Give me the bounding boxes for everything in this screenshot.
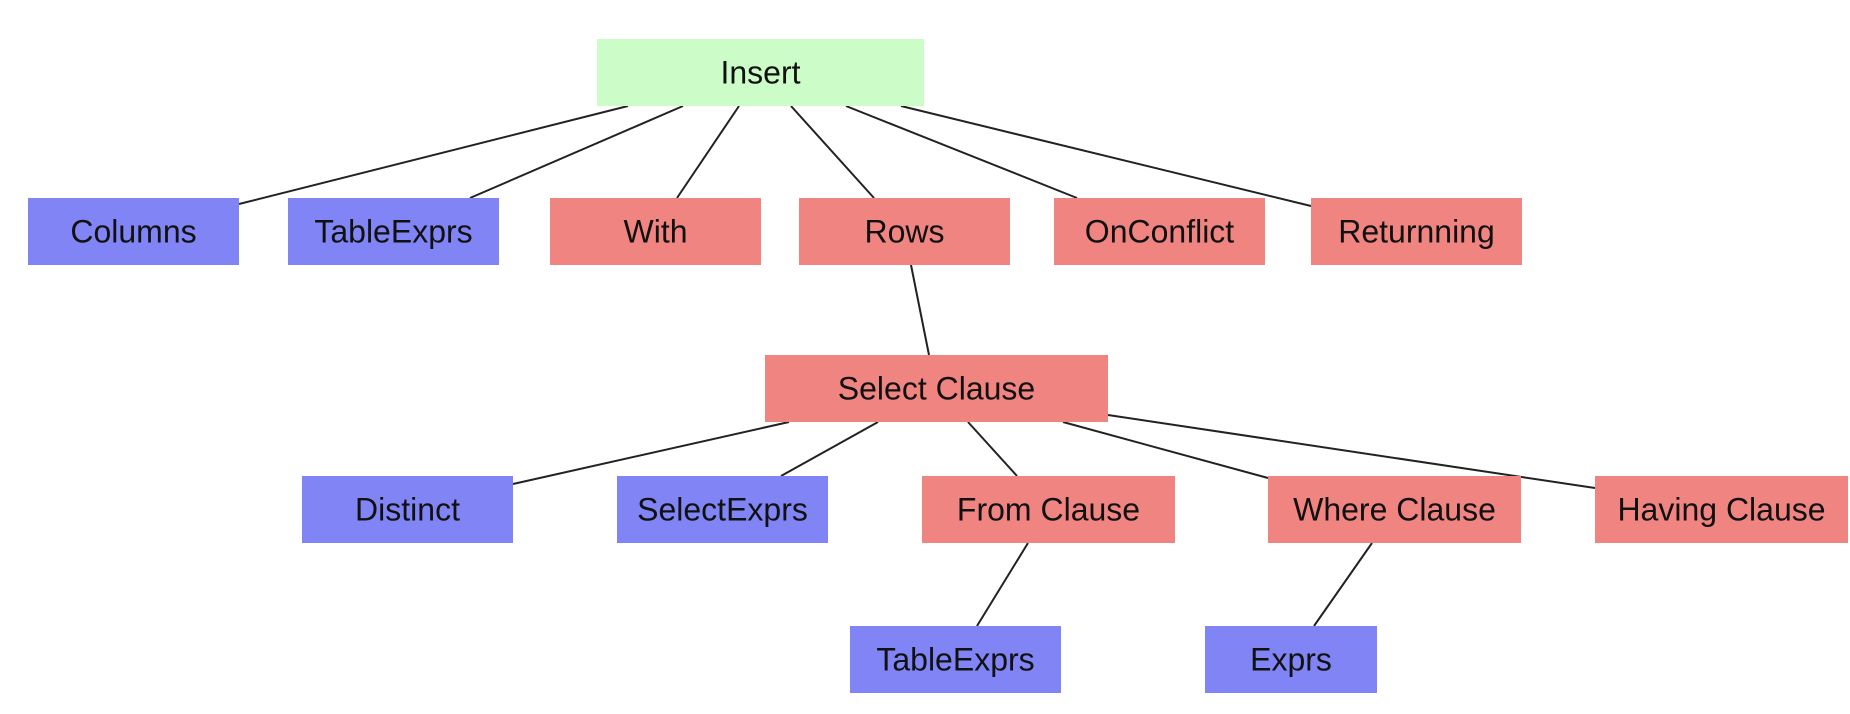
node-where-clause: Where Clause (1268, 476, 1521, 543)
node-insert: Insert (597, 39, 924, 106)
edge-insert-to-rows (790, 105, 875, 199)
node-box-table-exprs-2 (850, 626, 1061, 693)
edge-select-clause-to-select-exprs (780, 421, 879, 477)
node-box-exprs (1205, 626, 1377, 693)
node-label-select-clause: Select Clause (838, 371, 1035, 407)
node-label-table-exprs-1: TableExprs (314, 214, 472, 250)
node-label-columns: Columns (70, 214, 196, 250)
node-columns: Columns (28, 198, 239, 265)
node-label-with: With (624, 214, 688, 250)
node-label-exprs: Exprs (1250, 642, 1332, 678)
node-box-select-clause (765, 355, 1108, 422)
node-box-select-exprs (617, 476, 828, 543)
node-rows: Rows (799, 198, 1010, 265)
node-box-insert (597, 39, 924, 106)
edge-insert-to-with (676, 105, 740, 199)
node-distinct: Distinct (302, 476, 513, 543)
node-on-conflict: OnConflict (1054, 198, 1265, 265)
edge-rows-to-select-clause (910, 264, 930, 356)
node-box-returnning (1311, 198, 1522, 265)
node-from-clause: From Clause (922, 476, 1175, 543)
node-label-distinct: Distinct (355, 492, 460, 528)
node-table-exprs-1: TableExprs (288, 198, 499, 265)
node-label-rows: Rows (864, 214, 944, 250)
edge-insert-to-columns (238, 105, 629, 205)
node-returnning: Returnning (1311, 198, 1522, 265)
edge-select-clause-to-distinct (512, 421, 790, 485)
diagram-edges (238, 105, 1596, 627)
node-label-table-exprs-2: TableExprs (876, 642, 1034, 678)
node-with: With (550, 198, 761, 265)
node-box-with (550, 198, 761, 265)
node-exprs: Exprs (1205, 626, 1377, 693)
node-box-from-clause (922, 476, 1175, 543)
node-label-insert: Insert (720, 55, 800, 91)
edge-insert-to-returnning (900, 105, 1312, 207)
node-box-columns (28, 198, 239, 265)
edge-select-clause-to-having-clause (1107, 414, 1596, 489)
node-label-on-conflict: OnConflict (1085, 214, 1235, 250)
edge-from-clause-to-table-exprs-2 (976, 542, 1029, 627)
edge-insert-to-on-conflict (845, 105, 1078, 199)
node-label-returnning: Returnning (1338, 214, 1495, 250)
node-box-where-clause (1268, 476, 1521, 543)
edge-where-clause-to-exprs (1313, 542, 1373, 627)
edge-select-clause-to-where-clause (1062, 421, 1269, 479)
node-label-select-exprs: SelectExprs (637, 492, 808, 528)
node-label-having-clause: Having Clause (1617, 492, 1825, 528)
node-box-having-clause (1595, 476, 1848, 543)
edge-select-clause-to-from-clause (967, 421, 1018, 477)
node-box-table-exprs-1 (288, 198, 499, 265)
node-label-from-clause: From Clause (957, 492, 1140, 528)
edge-insert-to-table-exprs-1 (469, 105, 684, 199)
node-label-where-clause: Where Clause (1293, 492, 1496, 528)
node-box-on-conflict (1054, 198, 1265, 265)
node-box-distinct (302, 476, 513, 543)
node-select-clause: Select Clause (765, 355, 1108, 422)
node-table-exprs-2: TableExprs (850, 626, 1061, 693)
node-box-rows (799, 198, 1010, 265)
node-having-clause: Having Clause (1595, 476, 1848, 543)
node-select-exprs: SelectExprs (617, 476, 828, 543)
